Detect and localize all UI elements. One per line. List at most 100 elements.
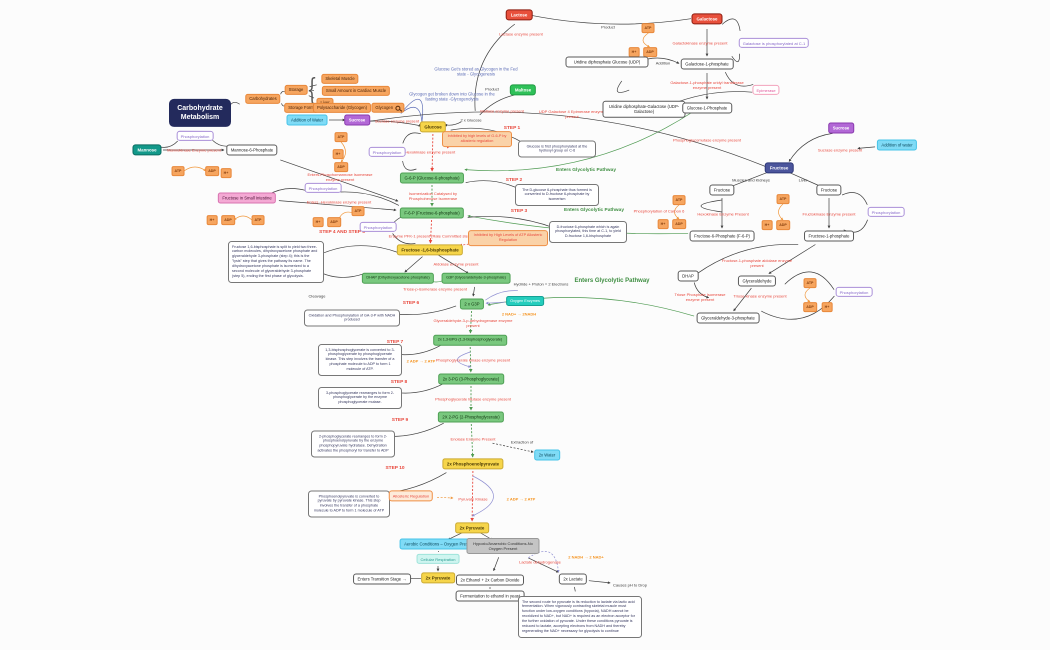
phosphorylation-pfk-label: Phosphorylation xyxy=(363,224,393,230)
udp-galactose[interactable]: Uridine diphosphate-Galactose (UDP-Galac… xyxy=(602,100,686,118)
glyceraldehyde[interactable]: Glyceraldehyde xyxy=(737,275,777,287)
adp-h1[interactable]: ADP xyxy=(334,162,348,172)
f16bp-note[interactable]: Fructose 1,6-bisphosphate is split to yi… xyxy=(228,241,324,283)
h-p[interactable]: H+ xyxy=(312,217,324,227)
addition-water-1[interactable]: Addition of Water xyxy=(286,114,328,126)
atp-fm[interactable]: ATP xyxy=(672,195,686,205)
g3p2[interactable]: 2 x G3P xyxy=(459,298,485,310)
adp-fm[interactable]: ADP xyxy=(672,219,686,229)
ethanol[interactable]: 2x Ethanol + 2x Carbon Dioxide xyxy=(455,574,525,586)
g6p-label: G-6-P (Glucose-6-phosphate) xyxy=(404,175,460,181)
adp-m[interactable]: ADP xyxy=(205,166,219,176)
sucrose-2[interactable]: Sucrose xyxy=(828,122,854,134)
h-tk[interactable]: H+ xyxy=(821,302,833,312)
enolase-note[interactable]: 2-phosphoglycerate rearranges to form 2-… xyxy=(311,430,395,458)
lactose[interactable]: Lactose xyxy=(505,9,533,21)
adp-fl[interactable]: ADP xyxy=(776,220,790,230)
fructose-mk[interactable]: Fructose xyxy=(709,184,735,196)
glucose[interactable]: Glucose xyxy=(419,121,447,133)
mannose6p[interactable]: Mannose-6-Phosphate xyxy=(226,144,278,156)
lactate[interactable]: 2x Lactate xyxy=(558,573,588,585)
f16bp[interactable]: Fructose -1,6-bisphosphate xyxy=(396,244,464,256)
udp-glucose[interactable]: Uridine diphosphate Glucose (UDP) xyxy=(565,56,649,68)
sucrose-1[interactable]: Sucrose xyxy=(344,114,370,126)
h-f[interactable]: H+ xyxy=(206,215,218,225)
h-h1[interactable]: H+ xyxy=(332,149,344,159)
pyruvate[interactable]: 2x Pyruvate xyxy=(455,522,489,534)
adp-p[interactable]: ADP xyxy=(327,217,341,227)
f6p-note2[interactable]: D-fructose 6-phosphate which is again ph… xyxy=(549,221,627,243)
f6p[interactable]: F-6-P (Fructose-6-phosphate) xyxy=(399,207,465,219)
oxygen-enzymes[interactable]: Oxygen Enzymes xyxy=(506,295,544,307)
h-fm[interactable]: H+ xyxy=(657,219,669,229)
dhap[interactable]: DHAP (Dihydroxyacetone phosphate) xyxy=(361,272,435,284)
phosphorylation-r1[interactable]: Phosphorylation xyxy=(867,206,905,218)
galactose-1-p[interactable]: Galactose-1-phosphate xyxy=(680,58,734,70)
atp-f[interactable]: ATP xyxy=(251,215,265,225)
g3p[interactable]: G3P (Glyceraldehyde-3-phosphate) xyxy=(441,272,511,284)
glucose-phos-note[interactable]: Glucose is first phosphorylated at the h… xyxy=(518,140,596,158)
water2[interactable]: 2x Water xyxy=(534,449,560,461)
gal-phos-c1[interactable]: Galactose is phosphorylated at C-1 xyxy=(738,37,810,49)
transition[interactable]: Enters Transition Stage → xyxy=(353,573,411,585)
adp-tk[interactable]: ADP xyxy=(803,302,817,312)
fructose-liver[interactable]: Fructose xyxy=(816,184,842,196)
g6p-f6p-note[interactable]: The D-glucose 6-phosphate thus formed is… xyxy=(515,184,599,206)
pg-note2[interactable]: 3-phosphoglycerate rearranges to form 2-… xyxy=(318,387,402,409)
bpg-note[interactable]: 1,3-bisphosphoglycerate is converted to … xyxy=(318,344,402,376)
adp-g[interactable]: ADP xyxy=(643,47,657,57)
pk-note[interactable]: Phosphoenolpyruvate is converted to pyru… xyxy=(308,490,390,518)
inhibited-atp[interactable]: Inhibited by High Levels of ATP Alloster… xyxy=(468,230,548,246)
lactate-note[interactable]: The second route for pyruvate is its red… xyxy=(518,596,642,638)
epimerase[interactable]: Epimerase xyxy=(752,84,780,96)
phosphorylation-mannose[interactable]: Phosphorylation xyxy=(176,130,214,142)
inhibited-g6p[interactable]: Inhibited by high levels of G-6-P by all… xyxy=(442,131,512,147)
glycogen[interactable]: Glycogen xyxy=(371,102,405,114)
phosphorylation-pfk[interactable]: Phosphorylation xyxy=(359,221,397,233)
title[interactable]: Carbohydrate Metabolism xyxy=(169,98,231,128)
h-g[interactable]: H+ xyxy=(628,47,640,57)
h-m[interactable]: H+ xyxy=(220,168,232,178)
atp-m[interactable]: ATP xyxy=(171,166,185,176)
atp-g[interactable]: ATP xyxy=(641,23,655,33)
cellular-resp[interactable]: Cellular Respiration xyxy=(416,553,460,565)
atp-p[interactable]: ATP xyxy=(351,206,365,216)
dhap-right[interactable]: DHAP xyxy=(677,270,699,282)
skeletal[interactable]: Skeletal Muscle xyxy=(321,73,359,85)
glucose-1-p[interactable]: Glucose-1-Phosphate xyxy=(682,102,732,114)
cardiac[interactable]: Small Amount in Cardiac Muscle xyxy=(321,85,391,97)
adp-f[interactable]: ADP xyxy=(221,215,235,225)
g3p-right[interactable]: Glyceraldehyde-3-phosphate xyxy=(696,312,760,324)
addition-water-2[interactable]: Addition of water xyxy=(876,139,918,151)
phosphorylation-c1[interactable]: Phosphorylation xyxy=(368,146,406,158)
pyruvate2[interactable]: 2x Pyruvate xyxy=(421,572,455,584)
galactose[interactable]: Galactose xyxy=(691,13,723,25)
pep[interactable]: 2x Phosphoenolpyruvate xyxy=(442,458,504,470)
pg3[interactable]: 2x 3-PG (3-Phosphoglycerate) xyxy=(438,373,504,385)
fructose-main[interactable]: Fructose xyxy=(764,162,794,174)
g6p[interactable]: G-6-P (Glucose-6-phosphate) xyxy=(399,172,465,184)
mannose[interactable]: Mannose xyxy=(132,144,162,156)
bpg13[interactable]: 2x 1,3-BPG (1,3-bisphosphoglycerate) xyxy=(433,334,507,346)
sucrase-1-label-label: Sucrase enzyme present xyxy=(374,118,420,124)
phosphorylation-r2[interactable]: Phosphorylation xyxy=(835,286,873,298)
inhibited-g6p-label: Inhibited by high levels of G-6-P by all… xyxy=(447,134,507,143)
pg2[interactable]: 2X 2-PG (2-Phosphoglycerate) xyxy=(437,411,505,423)
atp-h1[interactable]: ATP xyxy=(334,132,348,142)
hypoxic[interactable]: Hypoxic/Anaerobic Conditions-No Oxygen P… xyxy=(466,538,540,554)
fructose-1-p[interactable]: Fructose-1-phosphate xyxy=(804,230,854,242)
oxidation-note[interactable]: Oxidation and Phosphorylation of GA-3-P … xyxy=(304,309,400,327)
allosteric-reg[interactable]: Allosteric Regulation xyxy=(388,490,434,502)
atp-tk[interactable]: ATP xyxy=(803,278,817,288)
atp-fl[interactable]: ATP xyxy=(776,194,790,204)
maltose[interactable]: Maltose xyxy=(509,84,537,96)
phosphorylation-fsi[interactable]: Phosphorylation xyxy=(304,182,342,194)
carbohydrates[interactable]: Carbohydrates xyxy=(245,93,281,105)
h-fl[interactable]: H+ xyxy=(761,220,773,230)
f6p-right[interactable]: Fructose-6-Phosphate (F-6-P) xyxy=(689,230,755,242)
polysaccharide[interactable]: Polysaccharide (Glycogen) xyxy=(312,102,372,114)
fructose-si[interactable]: Fructose in Small Intestine xyxy=(217,192,277,204)
fermentation[interactable]: Fermentation to ethanol in yeast xyxy=(455,590,525,602)
phosphomannose-label: Enters-Phosphomannose Isomerase enzyme p… xyxy=(303,172,377,182)
storage[interactable]: Storage xyxy=(284,84,308,96)
